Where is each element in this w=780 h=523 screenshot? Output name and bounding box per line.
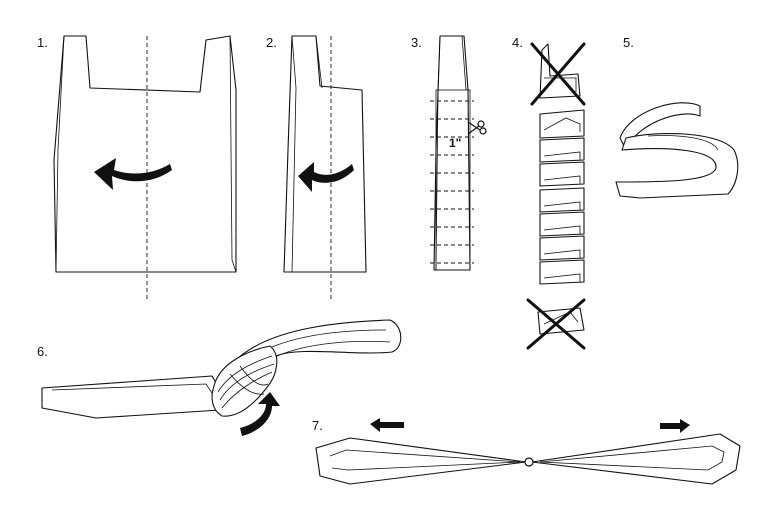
step-6-label: 6. <box>37 344 48 359</box>
looped-chain <box>42 320 401 418</box>
discarded-top-piece <box>532 44 584 104</box>
step-5: 5. <box>616 35 738 198</box>
step-5-label: 5. <box>623 35 634 50</box>
bag-outline <box>54 36 236 272</box>
loop-stack <box>540 110 584 284</box>
step-2: 2. <box>266 35 366 300</box>
arrow-left-icon <box>370 418 404 432</box>
scissors-icon <box>468 121 486 134</box>
knot <box>525 458 533 466</box>
single-loop <box>616 103 738 198</box>
step-4: 4. <box>512 35 584 348</box>
step-3-label: 3. <box>411 35 422 50</box>
step-1-label: 1. <box>37 35 48 50</box>
folded-strip <box>434 36 470 270</box>
step-3: 3. 1" <box>411 35 486 270</box>
step-2-label: 2. <box>266 35 277 50</box>
step-7: 7. <box>312 418 740 484</box>
discarded-bottom-piece <box>528 300 584 348</box>
stretched-loops <box>316 434 740 484</box>
folded-bag-outline <box>284 36 366 272</box>
step-4-label: 4. <box>512 35 523 50</box>
strip-width-label: 1" <box>449 136 461 150</box>
step-1: 1. <box>37 35 236 300</box>
arrow-right-icon <box>660 419 690 433</box>
step-6: 6. <box>37 320 401 436</box>
step-7-label: 7. <box>312 418 323 433</box>
